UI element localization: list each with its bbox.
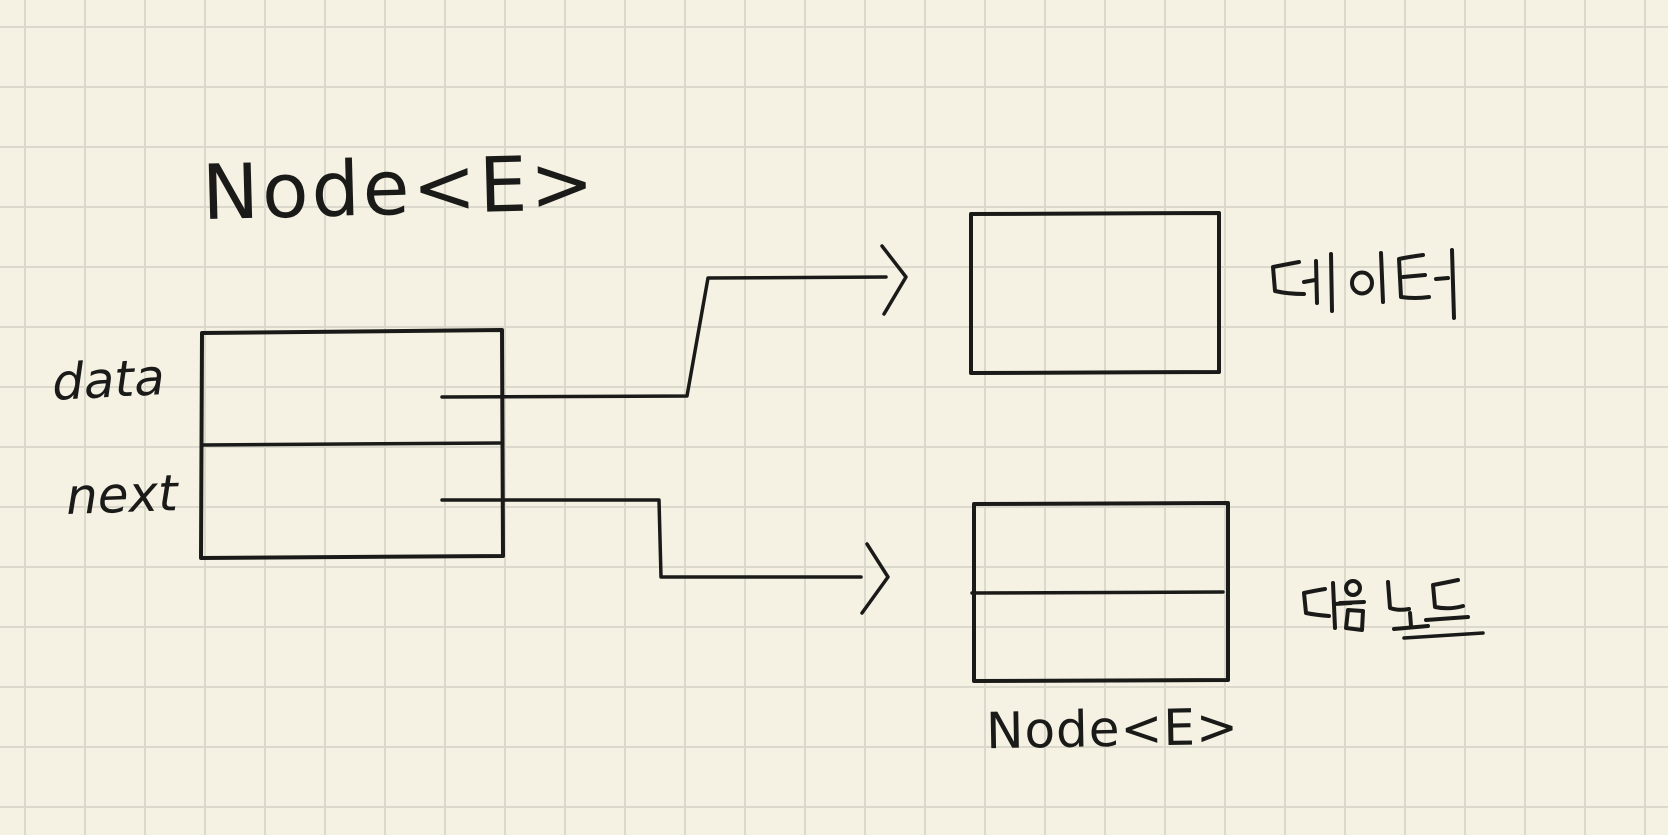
next-target-label: 다음노드 — [1300, 578, 1490, 643]
next-arrow-line — [440, 498, 863, 579]
next-target-underline — [1402, 631, 1485, 640]
next-node-box-outline — [972, 501, 1230, 683]
node-struct-box — [199, 328, 505, 560]
field-label-data: data — [50, 348, 167, 412]
next-arrow — [440, 498, 890, 615]
next-node-box-divider — [970, 590, 1225, 595]
data-value-box — [969, 211, 1221, 375]
node-box-divider — [200, 441, 504, 447]
next-arrow-head-icon — [860, 542, 890, 615]
next-node-caption: Node<E> — [985, 697, 1240, 761]
data-target-label-ink — [1271, 248, 1456, 320]
data-arrow — [440, 244, 908, 399]
field-label-next: next — [65, 464, 179, 526]
diagram-title: Node<E> — [200, 137, 598, 238]
data-target-label: 데이터 — [1265, 248, 1460, 323]
data-arrow-head-icon — [880, 244, 908, 316]
node-box-outline — [199, 328, 505, 560]
next-target-label-ink — [1302, 578, 1485, 640]
next-node-box — [970, 501, 1230, 683]
data-arrow-line — [440, 275, 888, 399]
